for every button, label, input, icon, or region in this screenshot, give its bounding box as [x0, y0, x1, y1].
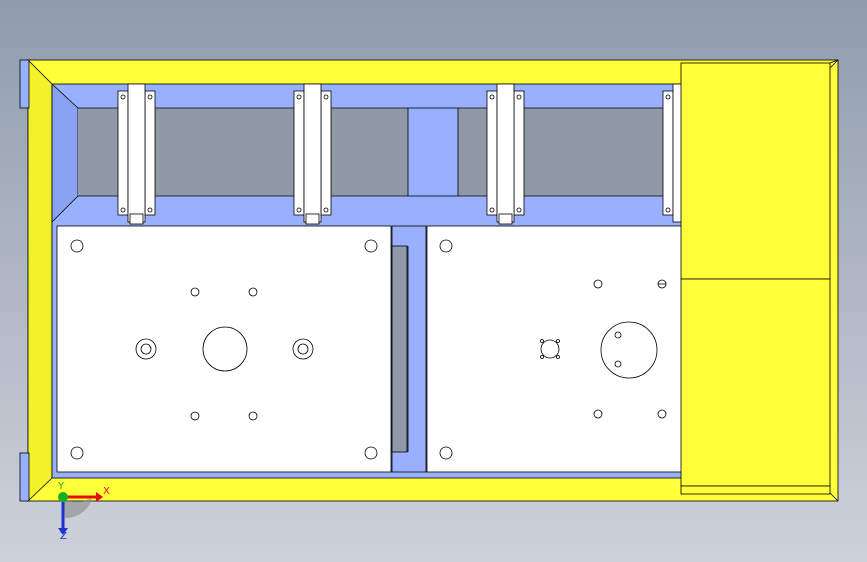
plate-right	[426, 225, 684, 473]
axis-triad	[58, 492, 103, 535]
axis-y-dot	[58, 492, 68, 502]
bracket-2	[293, 83, 332, 225]
bracket-1	[117, 83, 156, 225]
axis-y-label: Y	[58, 481, 65, 492]
center-post	[407, 107, 459, 197]
right-block	[680, 59, 839, 495]
bracket-4	[662, 83, 684, 223]
axis-z-label: Z	[60, 531, 67, 542]
frame-tab-bottom-left	[19, 452, 30, 502]
axis-x-label: X	[103, 486, 110, 497]
frame-bevel	[27, 59, 53, 502]
frame-tab-top-left	[19, 59, 30, 109]
bracket-3	[486, 83, 525, 225]
plate-left	[56, 225, 392, 473]
